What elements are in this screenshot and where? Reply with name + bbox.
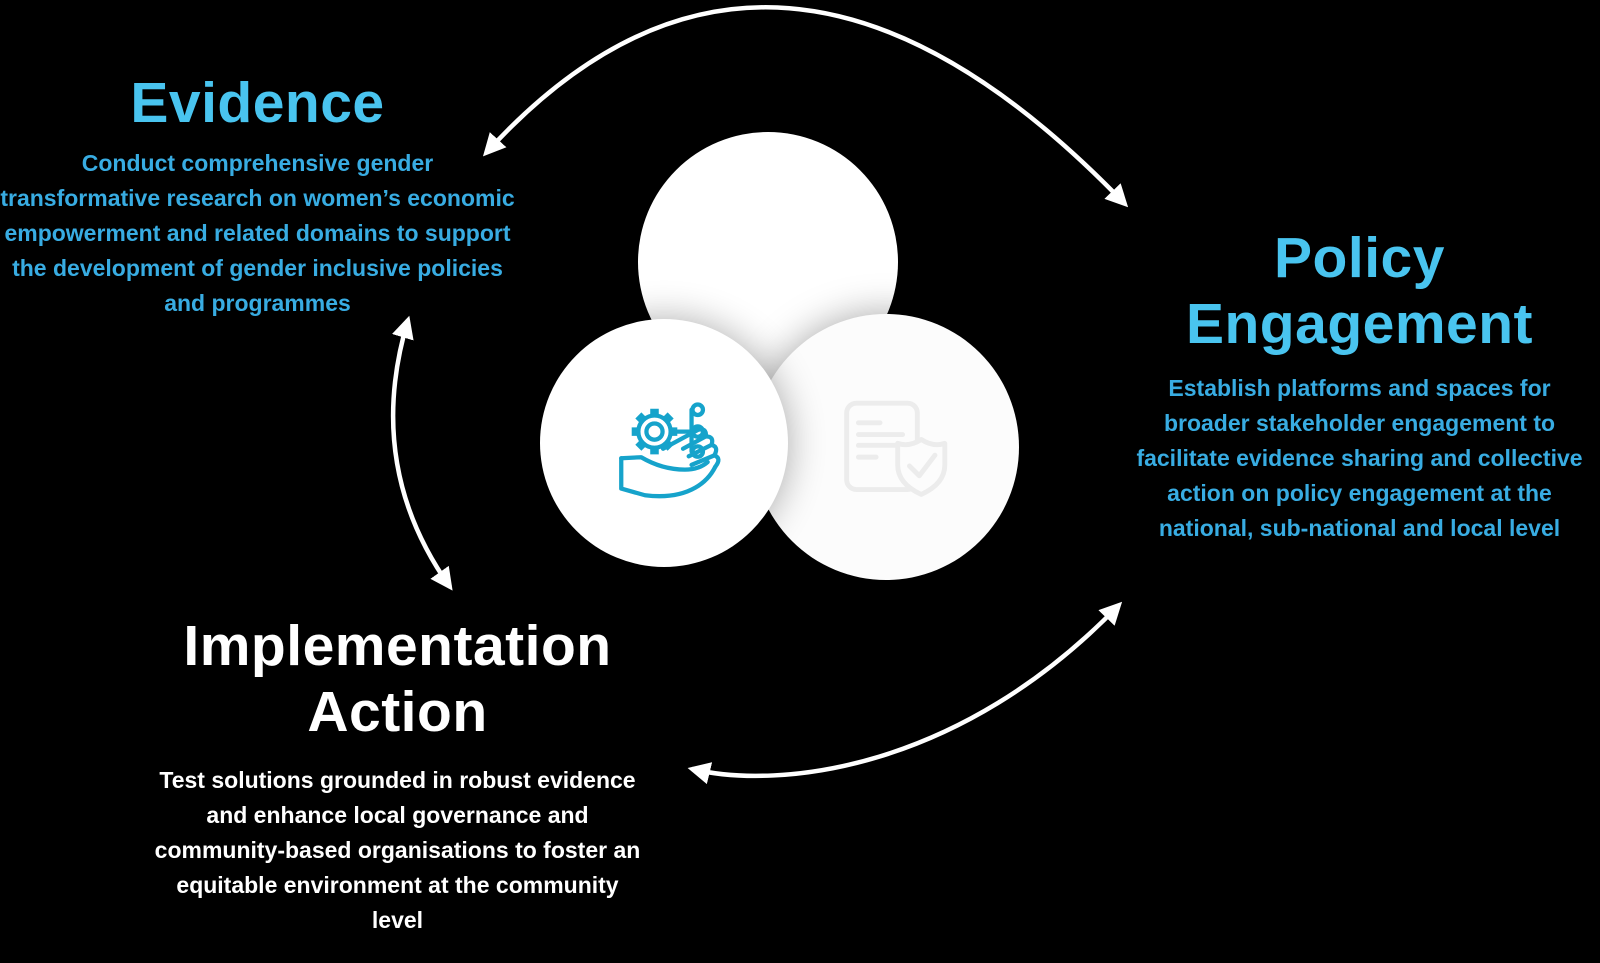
evidence-description: Conduct comprehensive gender transformat… [0, 150, 515, 317]
arrow-implementation-policy-bottom [687, 601, 1123, 785]
arrow-evidence-implementation-left [390, 315, 453, 591]
implementation-action-title: Implementation Action [183, 614, 612, 745]
evidence-section: Evidence Conduct comprehensive gender tr… [0, 70, 515, 321]
implementation-action-description: Test solutions grounded in robust eviden… [154, 767, 641, 934]
implementation-action-section: Implementation Action Test solutions gro… [125, 613, 670, 938]
policy-engagement-section: Policy Engagement Establish platforms an… [1122, 225, 1597, 546]
policy-engagement-title: Policy Engagement [1185, 226, 1534, 357]
document-shield-check-icon [844, 400, 948, 497]
policy-circle [753, 314, 1019, 580]
policy-engagement-description: Establish platforms and spaces for broad… [1136, 375, 1583, 542]
implementation-circle [540, 319, 788, 567]
gear-network-in-hand-icon [619, 402, 721, 499]
evidence-title: Evidence [130, 71, 385, 135]
